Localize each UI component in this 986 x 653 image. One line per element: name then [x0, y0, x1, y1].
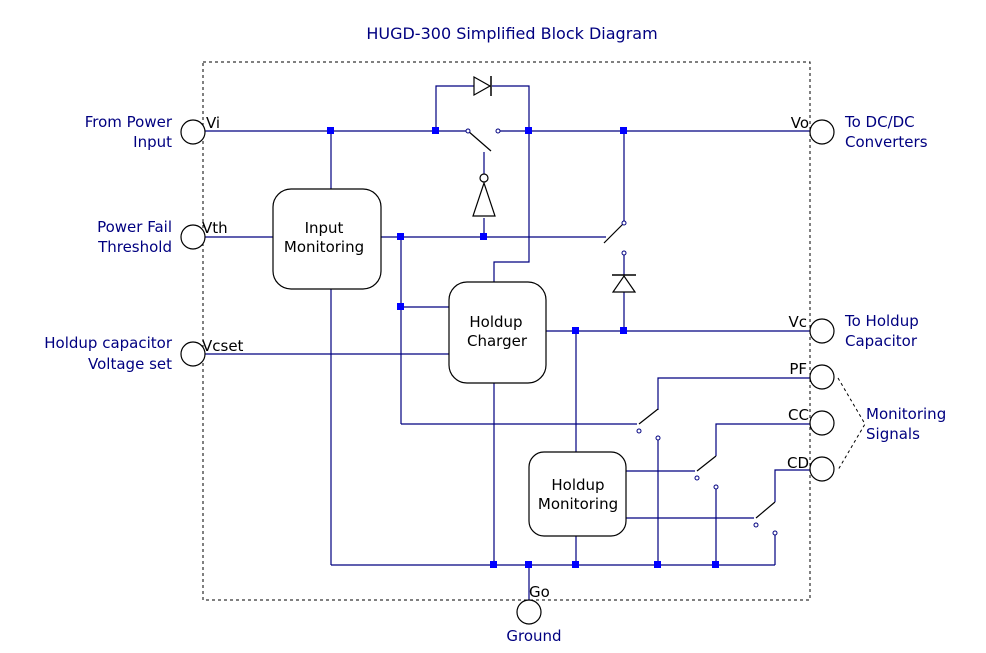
junctions — [327, 127, 719, 568]
diagram-title: HUGD-300 Simplified Block Diagram — [366, 24, 657, 43]
holdup-monitoring-label-1: Holdup — [551, 476, 604, 494]
cc-switch — [694, 455, 719, 490]
input-monitoring-label-2: Monitoring — [284, 238, 364, 256]
terminal-vo — [809, 119, 835, 145]
pin-vcset-label: Vcset — [202, 337, 244, 355]
vi-ext-label-1: From Power — [85, 113, 173, 131]
vcset-ext-label-2: Voltage set — [88, 355, 172, 373]
vo-ext-label-1: To DC/DC — [844, 113, 915, 131]
bypass-switch — [603, 220, 627, 256]
pin-cd-label: CD — [787, 454, 809, 472]
go-ext-label: Ground — [506, 627, 561, 645]
holdup-charger-block: Holdup Charger — [448, 281, 547, 384]
main-switch — [465, 128, 501, 152]
terminal-go — [516, 599, 542, 625]
terminal-vth — [180, 224, 206, 250]
terminal-cc — [809, 410, 835, 436]
vi-ext-label-2: Input — [133, 133, 172, 151]
terminal-vcset — [180, 341, 206, 367]
input-monitoring-block: Input Monitoring — [272, 188, 382, 290]
vth-ext-label-1: Power Fail — [97, 218, 172, 236]
holdup-monitoring-label-2: Monitoring — [538, 495, 618, 513]
charge-diode — [611, 274, 637, 293]
inverter — [472, 173, 496, 217]
holdup-charger-label-1: Holdup — [469, 313, 522, 331]
pin-cc-label: CC — [788, 406, 809, 424]
pin-pf-label: PF — [789, 360, 807, 378]
vcset-ext-label-1: Holdup capacitor — [44, 334, 173, 352]
terminal-cd — [809, 456, 835, 482]
holdup-charger-label-2: Charger — [467, 332, 528, 350]
terminal-pf — [809, 364, 835, 390]
vo-ext-label-2: Converters — [845, 133, 928, 151]
terminal-vc — [809, 318, 835, 344]
terminals — [180, 119, 835, 625]
pf-switch — [636, 408, 661, 441]
vc-ext-label-1: To Holdup — [844, 312, 919, 330]
cd-switch — [753, 501, 778, 536]
pin-vo-label: Vo — [791, 114, 809, 132]
pin-vc-label: Vc — [788, 313, 807, 331]
monitoring-ext-label-2: Signals — [866, 425, 920, 443]
monitoring-brace — [837, 377, 866, 471]
vth-ext-label-2: Threshold — [97, 238, 172, 256]
monitoring-ext-label-1: Monitoring — [866, 405, 946, 423]
bypass-diode — [473, 75, 492, 97]
input-monitoring-label-1: Input — [305, 219, 344, 237]
pin-vth-label: Vth — [202, 219, 228, 237]
pin-vi-label: Vi — [206, 114, 220, 132]
terminal-vi — [180, 119, 206, 145]
pin-go-label: Go — [529, 583, 550, 601]
vc-ext-label-2: Capacitor — [845, 332, 918, 350]
holdup-monitoring-block: Holdup Monitoring — [528, 451, 627, 537]
